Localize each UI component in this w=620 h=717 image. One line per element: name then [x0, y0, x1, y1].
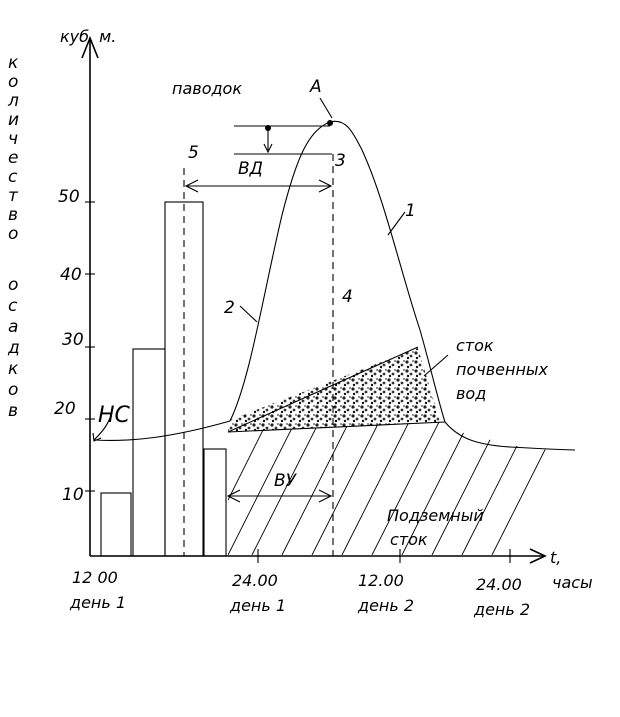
label-1: 1 — [405, 201, 416, 221]
baseflow-curve — [94, 420, 231, 442]
svg-text:к: к — [8, 359, 19, 379]
svg-text:о: о — [8, 224, 18, 244]
svg-text:о: о — [8, 380, 18, 400]
vd-arrow-left-icon — [184, 179, 199, 193]
ground-label-2: сток — [390, 530, 428, 549]
x-tick-day-4: день 2 — [473, 600, 530, 619]
svg-text:с: с — [8, 167, 18, 187]
x-tick-day-3: день 2 — [357, 596, 414, 615]
flood-arrow-icon — [263, 143, 273, 154]
svg-text:е: е — [8, 148, 18, 168]
svg-text:т: т — [8, 186, 19, 206]
leader-soil — [423, 354, 449, 377]
x-tick-time-4: 24.00 — [476, 575, 522, 594]
x-tick-day-1: день 1 — [69, 593, 126, 612]
soil-label-3: вод — [456, 384, 486, 403]
svg-text:к: к — [8, 53, 19, 73]
peak-label: А — [309, 77, 322, 97]
svg-text:с: с — [8, 296, 18, 316]
soil-water-region — [228, 348, 440, 432]
y-tick-40: 40 — [60, 265, 82, 285]
leader-1 — [387, 211, 406, 236]
svg-text:в: в — [8, 205, 18, 225]
peak-point — [327, 120, 333, 126]
svg-text:в: в — [8, 401, 18, 421]
soil-label-1: сток — [456, 336, 494, 355]
y-tick-30: 30 — [62, 330, 84, 350]
svg-text:а: а — [8, 317, 18, 337]
flood-label: паводок — [172, 79, 242, 98]
svg-text:о: о — [8, 72, 18, 92]
x-tick-time-3: 12.00 — [358, 571, 404, 590]
y-unit-label: куб. м. — [60, 27, 116, 46]
ground-label-1: Подземный — [387, 506, 484, 525]
flood-marker — [265, 125, 271, 131]
soil-water-upper-line — [227, 346, 419, 433]
y-title-letters: к о л и ч е с т в о о с а д к о в — [7, 53, 20, 421]
svg-text:и: и — [8, 110, 19, 130]
y-axis-arrow-icon — [81, 35, 99, 59]
x-tick-day-2: день 1 — [229, 596, 286, 615]
peak-pointer — [319, 97, 333, 119]
precip-bar — [100, 492, 132, 557]
hydrograph-curve — [229, 120, 576, 451]
svg-text:о: о — [8, 275, 18, 295]
svg-text:л: л — [7, 91, 19, 111]
label-4: 4 — [342, 287, 353, 307]
x-unit-hours: часы — [552, 573, 593, 592]
y-tick-20: 20 — [54, 399, 76, 419]
x-ticks — [257, 549, 511, 563]
svg-text:ч: ч — [8, 129, 18, 149]
vu-arrow-right-icon — [318, 489, 333, 503]
precipitation-bars — [100, 201, 227, 557]
x-tick-time-2: 24.00 — [232, 571, 278, 590]
y-tick-10: 10 — [62, 485, 84, 505]
precip-bar — [132, 348, 166, 557]
leader-2 — [239, 305, 258, 323]
vu-label: ВУ — [274, 471, 298, 491]
x-axis-arrow-icon — [529, 548, 547, 564]
vu-arrow-left-icon — [226, 489, 241, 503]
label-3: 3 — [335, 151, 346, 171]
label-2: 2 — [224, 298, 235, 318]
precip-bar — [203, 448, 227, 557]
x-tick-time-1: 12 00 — [72, 568, 118, 587]
soil-label-2: почвенных — [456, 360, 549, 379]
label-5: 5 — [188, 143, 199, 163]
vd-label: ВД — [238, 159, 263, 179]
y-tick-50: 50 — [58, 187, 80, 207]
vd-arrow-right-icon — [318, 179, 333, 193]
svg-text:д: д — [7, 338, 20, 358]
nc-arrow-icon — [92, 432, 102, 442]
y-ticks — [85, 201, 95, 492]
x-unit-t: t, — [550, 548, 561, 567]
groundwater-line — [227, 421, 446, 433]
nc-pointer — [93, 417, 111, 441]
nc-label: НС — [98, 403, 131, 428]
